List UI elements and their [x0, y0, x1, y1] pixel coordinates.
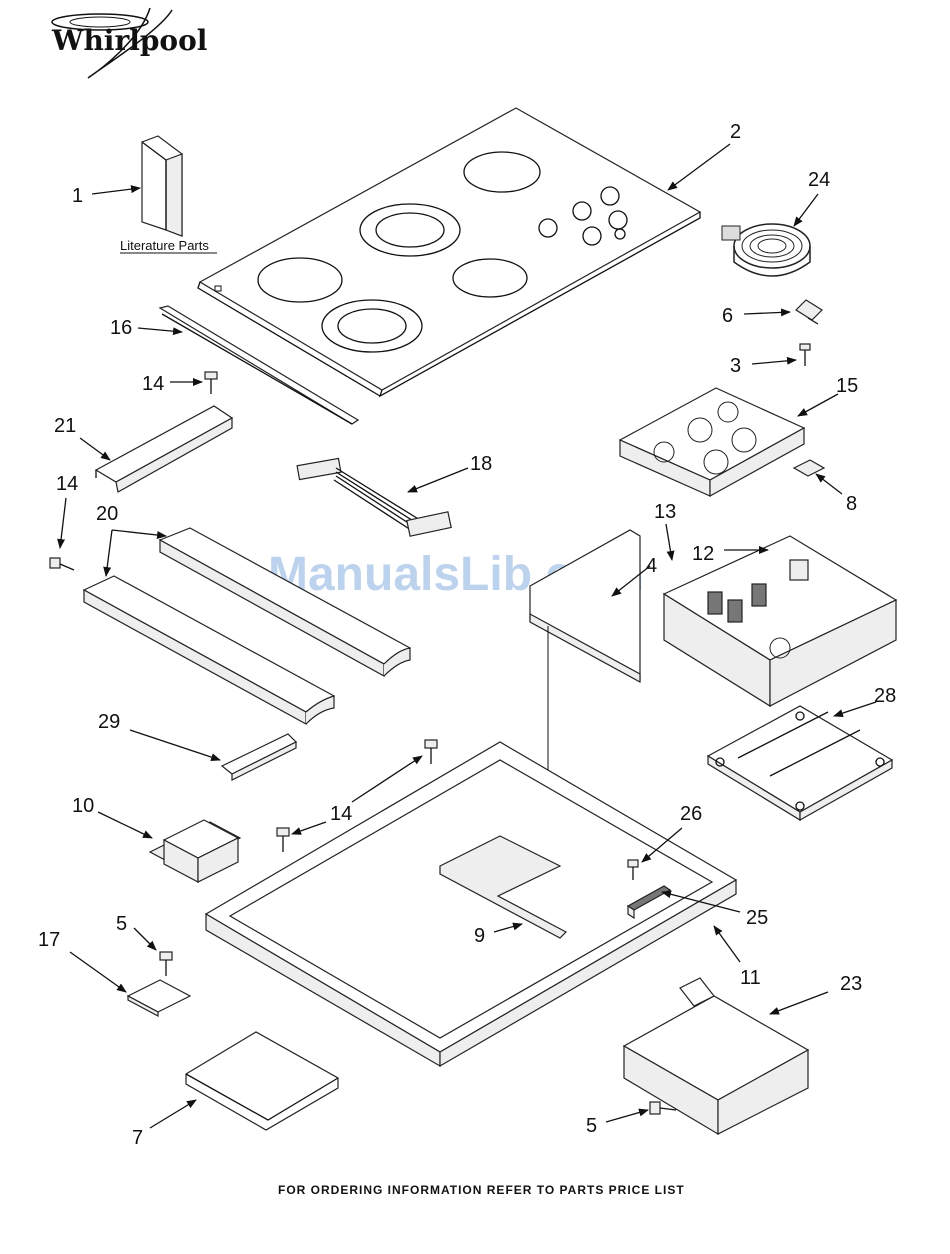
part-cooktop-glass — [198, 108, 700, 396]
callout-11: 11 — [740, 967, 761, 989]
part-bracket-21 — [96, 406, 232, 492]
part-clip — [796, 300, 822, 324]
callout-6: 6 — [722, 305, 733, 327]
callout-3: 3 — [730, 355, 741, 377]
callout-14a: 14 — [142, 373, 164, 395]
part-screw-14a — [205, 372, 217, 394]
part-screw-5a — [160, 952, 172, 976]
part-control-board — [620, 388, 804, 496]
part-frame-28 — [708, 706, 892, 820]
callout-24: 24 — [808, 169, 830, 191]
part-bracket-7 — [186, 1032, 338, 1130]
part-literature — [142, 136, 182, 236]
callout-10: 10 — [72, 795, 94, 817]
part-screw-3 — [800, 344, 810, 366]
part-chassis-tray — [206, 742, 736, 1066]
callout-21: 21 — [54, 415, 76, 437]
literature-caption: Literature Parts — [120, 238, 209, 253]
part-ribbon-cable — [297, 458, 451, 536]
callout-1: 1 — [72, 185, 83, 207]
callout-16: 16 — [110, 317, 132, 339]
callout-28: 28 — [874, 685, 896, 707]
callout-2: 2 — [730, 121, 741, 143]
callout-17: 17 — [38, 929, 60, 951]
callout-9: 9 — [474, 925, 485, 947]
part-module-10 — [150, 820, 240, 882]
callout-29: 29 — [98, 711, 120, 733]
callout-18: 18 — [470, 453, 492, 475]
callout-14c: 14 — [330, 803, 352, 825]
whirlpool-logo: Whirlpool — [51, 8, 207, 78]
part-radiant-element — [722, 224, 810, 276]
callout-12: 12 — [692, 543, 714, 565]
part-terminal-strip-29 — [222, 734, 296, 780]
logo-text: Whirlpool — [51, 24, 207, 57]
part-screw-14c — [425, 740, 437, 764]
part-plate-17 — [128, 980, 190, 1016]
callout-4: 4 — [646, 555, 657, 577]
callout-13: 13 — [654, 501, 676, 523]
callout-8: 8 — [846, 493, 857, 515]
part-screw-14d — [277, 828, 289, 852]
callout-15: 15 — [836, 375, 858, 397]
callout-25: 25 — [746, 907, 768, 929]
callout-14b: 14 — [56, 473, 78, 495]
footer-note: FOR ORDERING INFORMATION REFER TO PARTS … — [278, 1183, 685, 1197]
part-screw-14b — [50, 558, 74, 570]
callout-7: 7 — [132, 1127, 143, 1149]
callout-5b: 5 — [586, 1115, 597, 1137]
part-clip-8 — [794, 460, 824, 476]
callout-23: 23 — [840, 973, 862, 995]
callout-5a: 5 — [116, 913, 127, 935]
callout-26: 26 — [680, 803, 702, 825]
callout-20: 20 — [96, 503, 118, 525]
